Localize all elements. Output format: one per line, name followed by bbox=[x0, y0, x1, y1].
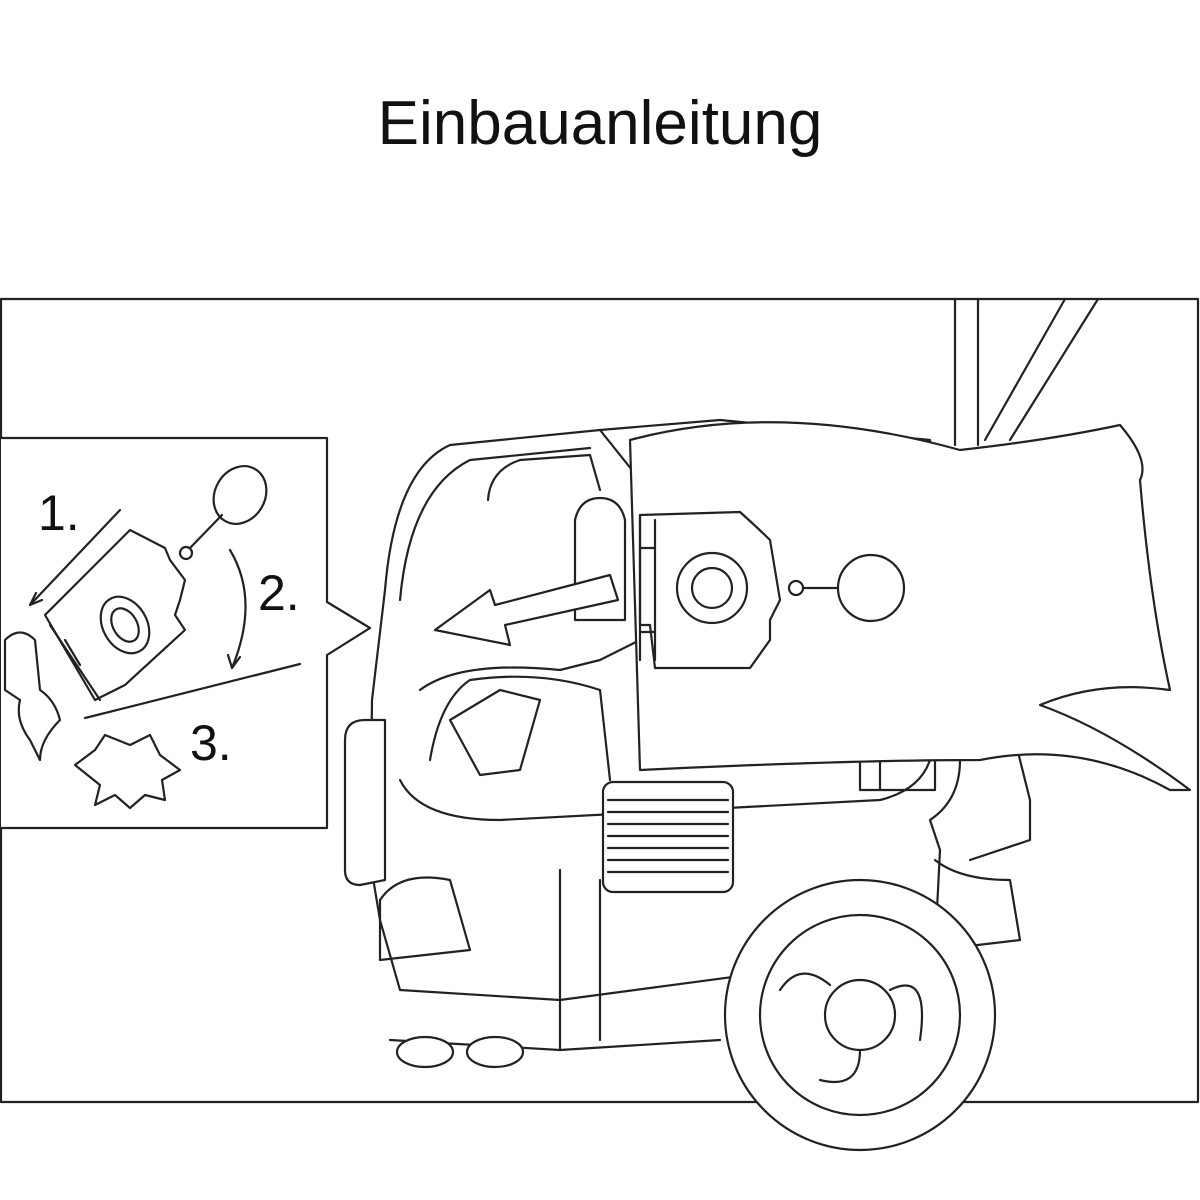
vacuum-cleaner-drawing bbox=[343, 297, 1192, 1152]
curved-arrow-icon bbox=[226, 548, 247, 670]
step-3-label: 3. bbox=[190, 715, 232, 771]
step-2-label: 2. bbox=[258, 565, 300, 621]
dust-cloud-icon bbox=[73, 733, 182, 810]
floor-line bbox=[83, 662, 302, 720]
inset-drawing bbox=[3, 465, 302, 810]
arrow-line-icon bbox=[28, 508, 122, 607]
step-1-label: 1. bbox=[38, 485, 80, 541]
arrow-icon bbox=[433, 573, 620, 647]
instruction-inset bbox=[1, 436, 372, 830]
page-title: Einbauanleitung bbox=[377, 89, 823, 158]
